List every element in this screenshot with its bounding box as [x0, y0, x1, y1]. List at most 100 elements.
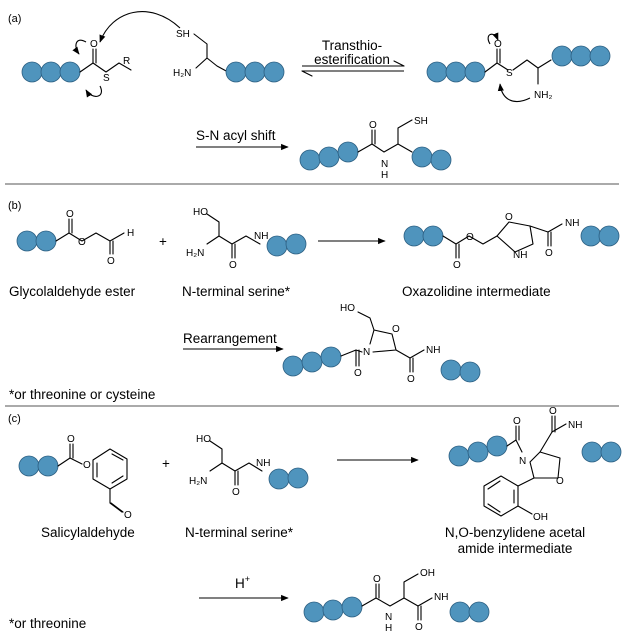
panel-label-a: (a): [8, 13, 21, 25]
thiol-attack-arrow: [99, 11, 181, 43]
peptide-chain-salicylaldehyde: [18, 455, 59, 477]
peptide-chain-cysteine: [225, 61, 285, 83]
cysteine-side-chain: [193, 33, 229, 73]
thioester-intermediate-bonds: [484, 59, 552, 73]
atom-s-intermediate: S: [506, 68, 513, 79]
benzene-ring-acetal: [483, 475, 519, 517]
atom-o-ring-acetal: O: [556, 476, 564, 487]
atom-h-final: H: [385, 623, 392, 634]
peptide-chain-product-a-left: [299, 141, 359, 171]
atom-nh-oxaz: NH: [565, 218, 579, 229]
atom-n-final: N: [385, 612, 392, 623]
atom-r-thioester: R: [123, 56, 130, 67]
footnote-b: *or threonine or cysteine: [9, 387, 155, 402]
transthio-label-line2: esterification: [314, 52, 390, 67]
peptide-chain-oxazolidine-left: [403, 225, 444, 247]
atom-ho-ser-c: HO: [196, 434, 211, 445]
benzene-ring-salicyl: [92, 448, 128, 490]
atom-o-product-a: O: [369, 120, 377, 131]
atom-h-glycol: H: [127, 228, 134, 239]
atom-o3-glycol: O: [107, 256, 115, 267]
atom-o2-acetal: O: [549, 406, 557, 417]
plus-c: +: [162, 456, 170, 471]
atom-sh-product-a: SH: [414, 116, 428, 127]
atom-o-ser-c: O: [232, 487, 240, 498]
peptide-chain-thioester: [21, 61, 81, 83]
atom-o-ring-rearranged: O: [392, 324, 400, 335]
atom-o1-acetal: O: [513, 416, 521, 427]
atom-oh-final: OH: [420, 568, 435, 579]
atom-o1-glycol: O: [66, 209, 74, 220]
atom-h2n-ser-c: H₂N: [189, 476, 207, 487]
plus-b: +: [159, 234, 167, 249]
label-nterm-serine-c: N-terminal serine*: [185, 525, 294, 540]
atom-ho-ser-b: HO: [193, 207, 208, 218]
atom-o-ring-oxaz: O: [505, 212, 513, 223]
transthio-label-line1: Transthio-: [322, 38, 382, 53]
atom-n-rearranged: N: [363, 347, 370, 358]
atom-s-thioester: S: [103, 73, 110, 84]
atom-o2-final: O: [415, 622, 423, 633]
atom-oh-acetal: OH: [533, 512, 548, 523]
oxazolidine-ring-acetal: [529, 451, 561, 479]
peptide-chain-glycolaldehyde: [16, 230, 57, 252]
atom-o3-oxaz: O: [545, 248, 553, 259]
atom-nh-rearranged: NH: [426, 345, 440, 356]
atom-n-acetal: N: [519, 456, 526, 467]
atom-nh-final: NH: [434, 592, 448, 603]
atom-sh-cys: SH: [176, 29, 190, 40]
atom-h-product-a: H: [381, 170, 388, 181]
atom-o-ser-b: O: [229, 260, 237, 271]
label-oxazolidine: Oxazolidine intermediate: [402, 284, 551, 299]
panel-label-c: (c): [8, 413, 21, 425]
serine-b-bonds: [206, 213, 261, 245]
peptide-chain-rearranged-left: [282, 346, 342, 377]
peptide-chain-intermediate-right: [551, 45, 611, 67]
atom-o1-rearranged: O: [354, 368, 362, 379]
atom-nh-ser-c: NH: [256, 458, 270, 469]
panel-label-b: (b): [8, 200, 21, 212]
footnote-c: *or threonine: [9, 616, 86, 631]
atom-nh-acetal: NH: [568, 420, 582, 431]
atom-o2-oxaz: O: [466, 232, 474, 243]
peptide-chain-acetal-right: [581, 441, 622, 463]
peptide-chain-rearranged-right: [440, 359, 481, 383]
peptide-chain-serine-c: [268, 467, 309, 490]
atom-o-thioester: O: [90, 39, 98, 50]
electron-push-arrow-thiolate: [85, 85, 102, 98]
label-salicylaldehyde: Salicylaldehyde: [41, 525, 135, 540]
peptide-chain-intermediate: [426, 61, 486, 83]
peptide-chain-oxazolidine-right: [580, 225, 620, 247]
peptide-chain-final-right: [449, 601, 490, 623]
label-nterm-serine-b: N-terminal serine*: [182, 284, 291, 299]
sn-shift-label: S-N acyl shift: [196, 128, 276, 143]
atom-h2n-cys: H₂N: [173, 68, 191, 79]
thioester-structure: [79, 48, 132, 73]
amide-bonds-product-a: [357, 143, 413, 153]
acid-label: H+: [235, 574, 250, 591]
atom-nh-ser-b: NH: [254, 231, 268, 242]
oxazolidine-ring-rearranged: [369, 329, 397, 353]
atom-o1-salicyl: O: [67, 434, 75, 445]
oxazolidine-chain-bonds: [442, 235, 498, 245]
label-glycolaldehyde-ester: Glycolaldehyde ester: [9, 284, 136, 299]
glycolaldehyde-bonds: [55, 232, 125, 242]
final-product-bonds: [361, 597, 433, 607]
atom-o2-rearranged: O: [407, 374, 415, 385]
equilibrium-arrow: [301, 60, 405, 77]
atom-o2-salicyl: O: [83, 460, 91, 471]
atom-o1-final: O: [373, 574, 381, 585]
amine-attack-arrow: [497, 83, 531, 102]
serine-c-bonds: [209, 440, 263, 472]
atom-ho-rearranged: HO: [340, 303, 355, 314]
atom-h2n-ser-b: H₂N: [186, 248, 204, 259]
atom-o-intermediate: O: [494, 39, 502, 50]
atom-nh2-intermediate: NH₂: [534, 90, 552, 101]
oxazolidine-ring: [496, 221, 534, 253]
peptide-chain-serine-b: [266, 233, 307, 257]
peptide-chain-acetal-left: [448, 435, 508, 467]
rearrangement-label: Rearrangement: [183, 331, 277, 346]
atom-o1-oxaz: O: [453, 260, 461, 271]
atom-nh-ring-oxaz: NH: [513, 250, 527, 261]
